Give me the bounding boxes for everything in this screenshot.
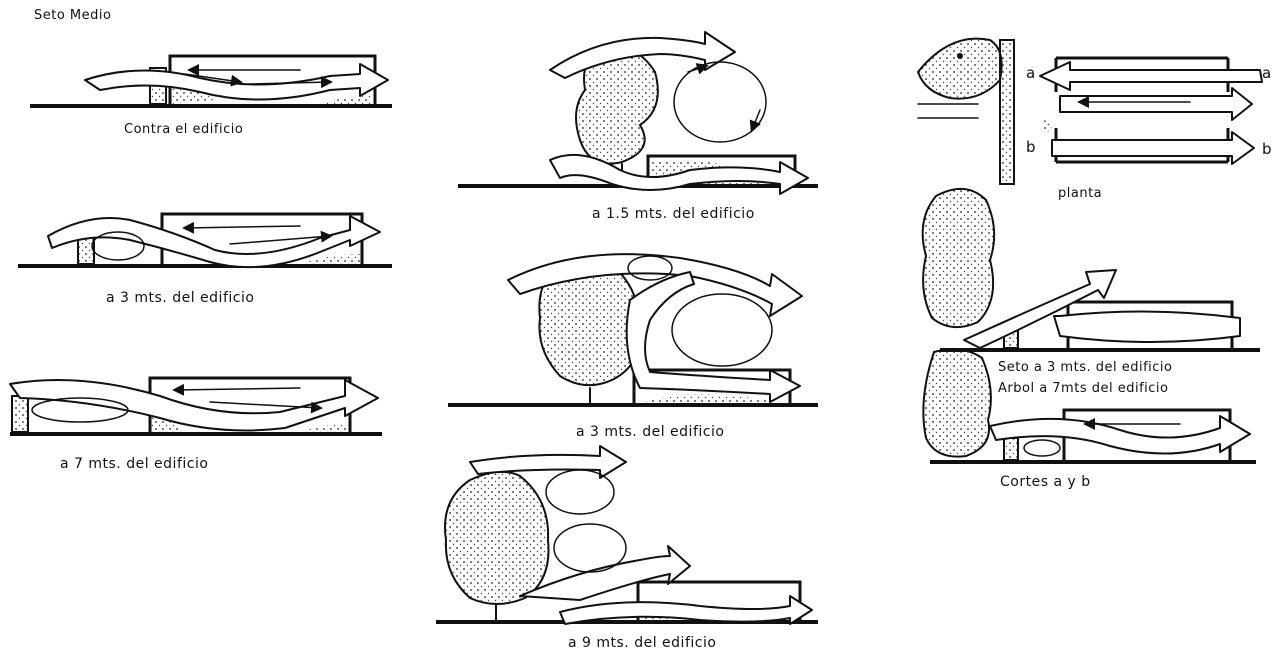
panel-a-1-5-mts (458, 32, 818, 194)
caption-planta: planta (1058, 186, 1102, 201)
hedge-plan (1000, 40, 1014, 184)
wind-arrow-b (990, 416, 1250, 454)
caption-seto3: Seto a 3 mts. del edificio (998, 360, 1173, 375)
title-seto-medio: Seto Medio (34, 8, 111, 23)
panel-planta (918, 39, 1262, 184)
panel-contra-el-edificio (30, 56, 392, 106)
mark-b-left: b (1026, 138, 1036, 156)
wind-arrow (10, 380, 378, 430)
mark-a-right: a (1262, 64, 1272, 82)
panel-a-3-mts-mid (448, 254, 818, 405)
tree-plan (918, 39, 1002, 99)
panel-a-3-mts-left (18, 214, 392, 267)
mark-a-left: a (1026, 64, 1036, 82)
eddy (1024, 440, 1060, 456)
wind-arrow-mid (1060, 88, 1252, 120)
panel-a-7-mts-left (10, 378, 382, 434)
tree-crown (445, 472, 549, 604)
tree-crown-upper (923, 189, 995, 327)
wind-arrow-a-inner (1054, 311, 1240, 342)
caption-a9-mid: a 9 mts. del edificio (568, 635, 716, 651)
hedge (12, 396, 28, 432)
caption-a3-left: a 3 mts. del edificio (106, 290, 254, 306)
panel-a-9-mts (436, 446, 818, 624)
hedge-b (1004, 438, 1018, 460)
mark-b-right: b (1262, 140, 1272, 158)
tree-crown-lower (923, 349, 991, 457)
eddy (554, 524, 626, 572)
caption-a15-mid: a 1.5 mts. del edificio (592, 206, 755, 222)
panel-cortes (923, 189, 1260, 462)
wind-arrow-top (470, 446, 626, 478)
caption-cortes: Cortes a y b (1000, 474, 1091, 490)
caption-arbol7: Arbol a 7mts del edificio (998, 381, 1168, 396)
eddy (546, 470, 614, 514)
eddy (672, 294, 772, 366)
caption-contra: Contra el edificio (124, 122, 243, 137)
caption-a7-left: a 7 mts. del edificio (60, 456, 208, 472)
caption-a3-mid: a 3 mts. del edificio (576, 424, 724, 440)
wind-arrow-b (1052, 132, 1254, 164)
